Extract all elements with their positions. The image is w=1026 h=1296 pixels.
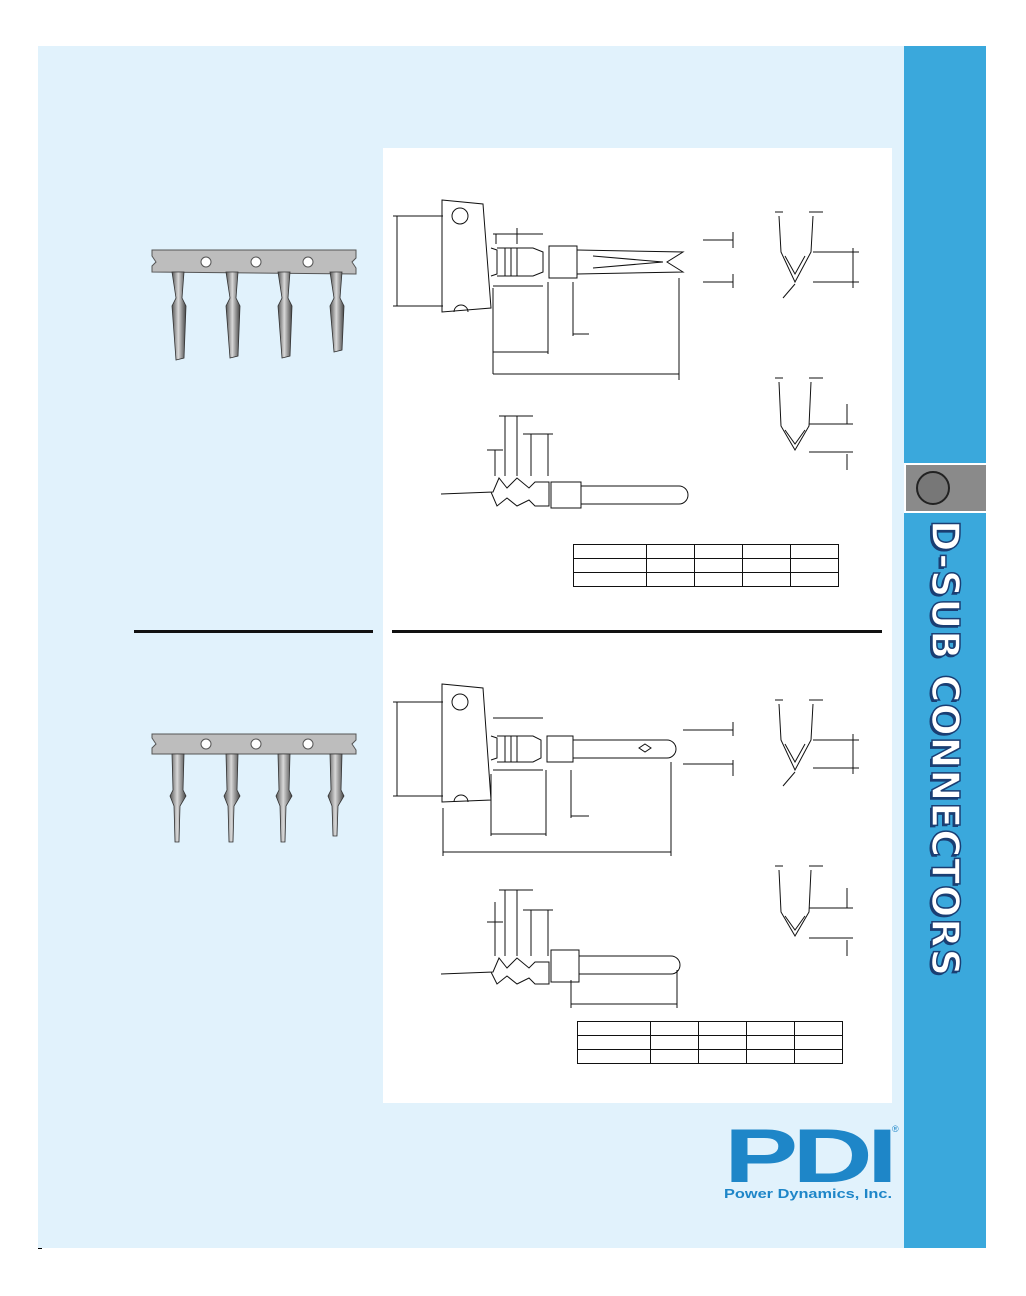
table-row <box>573 558 839 573</box>
pin-spec-table <box>577 1021 843 1064</box>
socket-contacts-photo <box>151 249 357 361</box>
pdi-logo: PDI ® Power Dynamics, Inc. <box>724 1122 899 1201</box>
crop-mark <box>38 1248 42 1249</box>
registered-mark: ® <box>892 1124 899 1134</box>
sidebar-tab <box>904 463 986 513</box>
pin-contacts-photo <box>151 733 357 843</box>
table-row <box>573 572 839 587</box>
table-row <box>577 1049 843 1064</box>
table-row <box>577 1035 843 1050</box>
pin-contact-drawing <box>393 683 859 1008</box>
tab-circle-icon <box>916 471 950 505</box>
table-row <box>573 544 839 559</box>
divider-left <box>134 630 373 633</box>
company-name: Power Dynamics, Inc. <box>724 1186 892 1201</box>
socket-contact-drawing <box>393 199 859 509</box>
divider-right <box>392 630 882 633</box>
sidebar-title: D-SUB CONNECTORS <box>922 519 968 977</box>
socket-spec-table <box>573 544 839 587</box>
section-sidebar <box>904 46 986 1248</box>
table-row <box>577 1021 843 1036</box>
drawing-panel <box>383 148 892 1103</box>
logo-wordmark: PDI <box>724 1122 892 1199</box>
